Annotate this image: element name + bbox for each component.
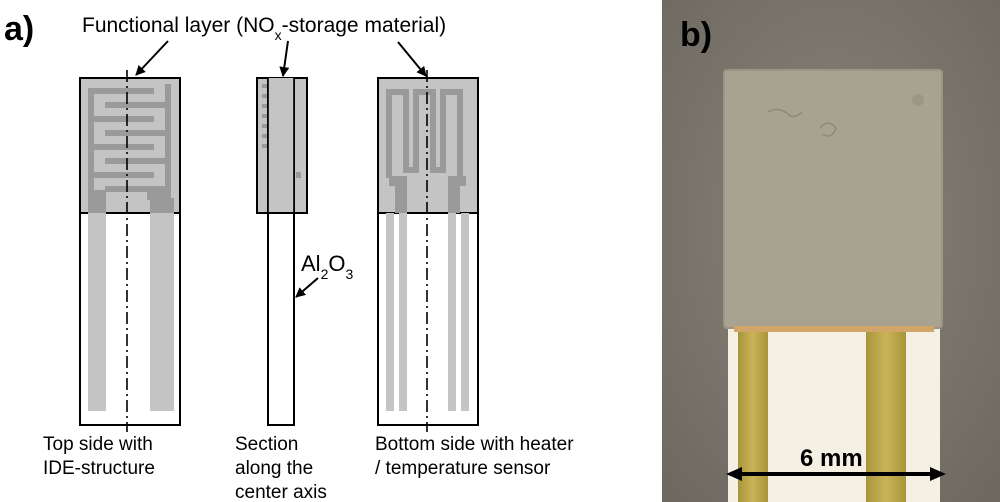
caption-bottom-side: Bottom side with heater / temperature se… — [375, 434, 579, 479]
bottom-side-view — [377, 70, 479, 432]
panel-a: a) Functional layer (NOx-storage materia… — [4, 10, 579, 502]
photo-functional-coating — [724, 70, 942, 328]
functional-layer-arrow-bottom — [397, 41, 427, 77]
photo-electrode-left — [738, 330, 768, 502]
panel-b-label: b) — [680, 16, 712, 54]
contact-pad-right — [150, 213, 174, 411]
substrate-label: Al2O3 — [301, 251, 353, 282]
heater-meander — [386, 89, 463, 178]
top-side-view — [79, 70, 181, 432]
heater-leads — [386, 213, 469, 411]
ide-structure — [88, 84, 174, 213]
photo-scale-label: 6 mm — [800, 445, 863, 472]
caption-top-side: Top side with IDE-structure — [43, 434, 158, 479]
photo-electrode-right — [866, 330, 906, 502]
panel-b-photo: 6 mm b) — [662, 0, 1000, 502]
ide-section-marks — [262, 84, 301, 178]
functional-layer-arrow-section — [279, 40, 290, 77]
functional-layer-arrow-top — [135, 40, 169, 76]
caption-section: Section along the center axis — [235, 434, 327, 502]
panel-a-label: a) — [4, 10, 34, 48]
contact-pad-left — [88, 213, 106, 411]
section-view — [256, 77, 308, 426]
substrate-arrow — [295, 277, 319, 298]
functional-layer-label: Functional layer (NOx-storage material) — [82, 14, 446, 43]
